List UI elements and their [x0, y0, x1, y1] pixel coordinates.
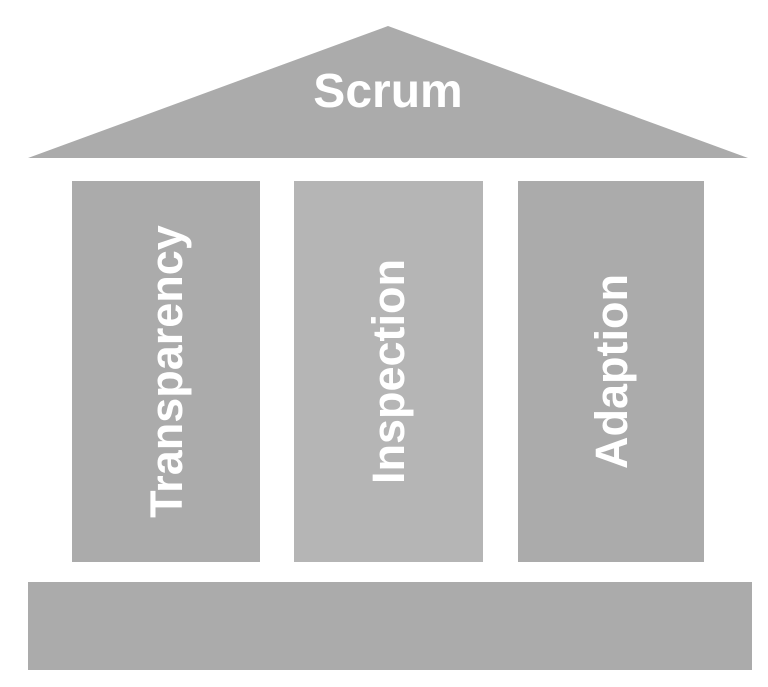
- foundation-base: [28, 582, 752, 670]
- pillar-transparency: Transparency: [72, 181, 260, 562]
- pillar-transparency-label: Transparency: [140, 225, 192, 518]
- pillar-adaption-label: Adaption: [585, 274, 637, 469]
- pillar-inspection-label: Inspection: [363, 258, 414, 485]
- pillar-adaption: Adaption: [518, 181, 704, 562]
- roof-triangle: Scrum: [28, 26, 748, 158]
- pillar-inspection: Inspection: [294, 181, 483, 562]
- roof-label: Scrum: [313, 65, 463, 118]
